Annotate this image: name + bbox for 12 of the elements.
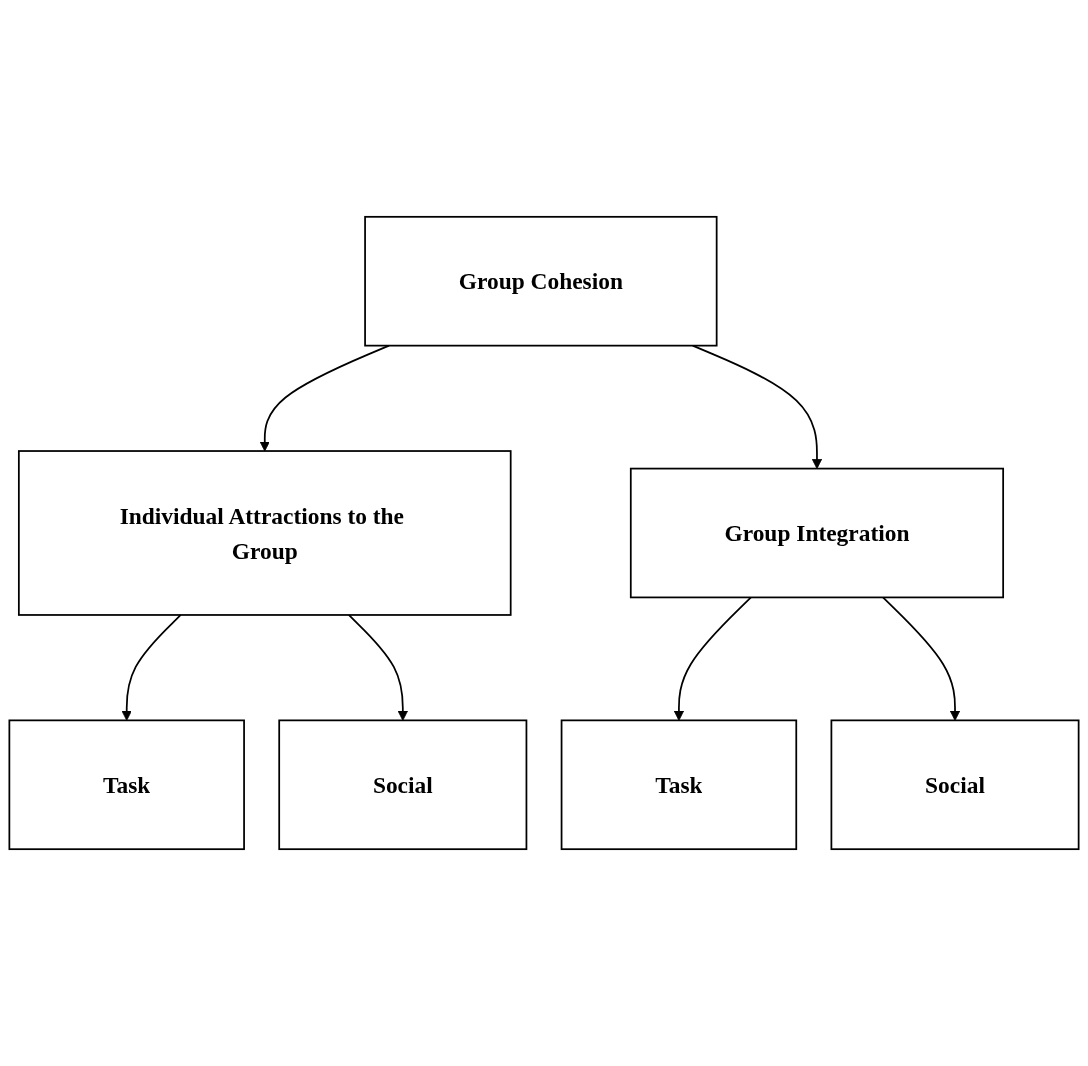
arrow — [259, 344, 390, 452]
node-box: Task — [560, 719, 798, 851]
node-box: Task — [8, 719, 245, 851]
arrow — [673, 596, 752, 721]
node-box: Group Integration — [629, 467, 1005, 599]
node-box: Social — [278, 719, 528, 851]
node-box: Individual Attractions to the Group — [17, 450, 512, 616]
arrow — [882, 596, 961, 721]
node-box: Group Cohesion — [364, 215, 718, 347]
node-box: Social — [830, 719, 1080, 851]
arrow — [347, 614, 408, 721]
arrow — [121, 614, 182, 721]
